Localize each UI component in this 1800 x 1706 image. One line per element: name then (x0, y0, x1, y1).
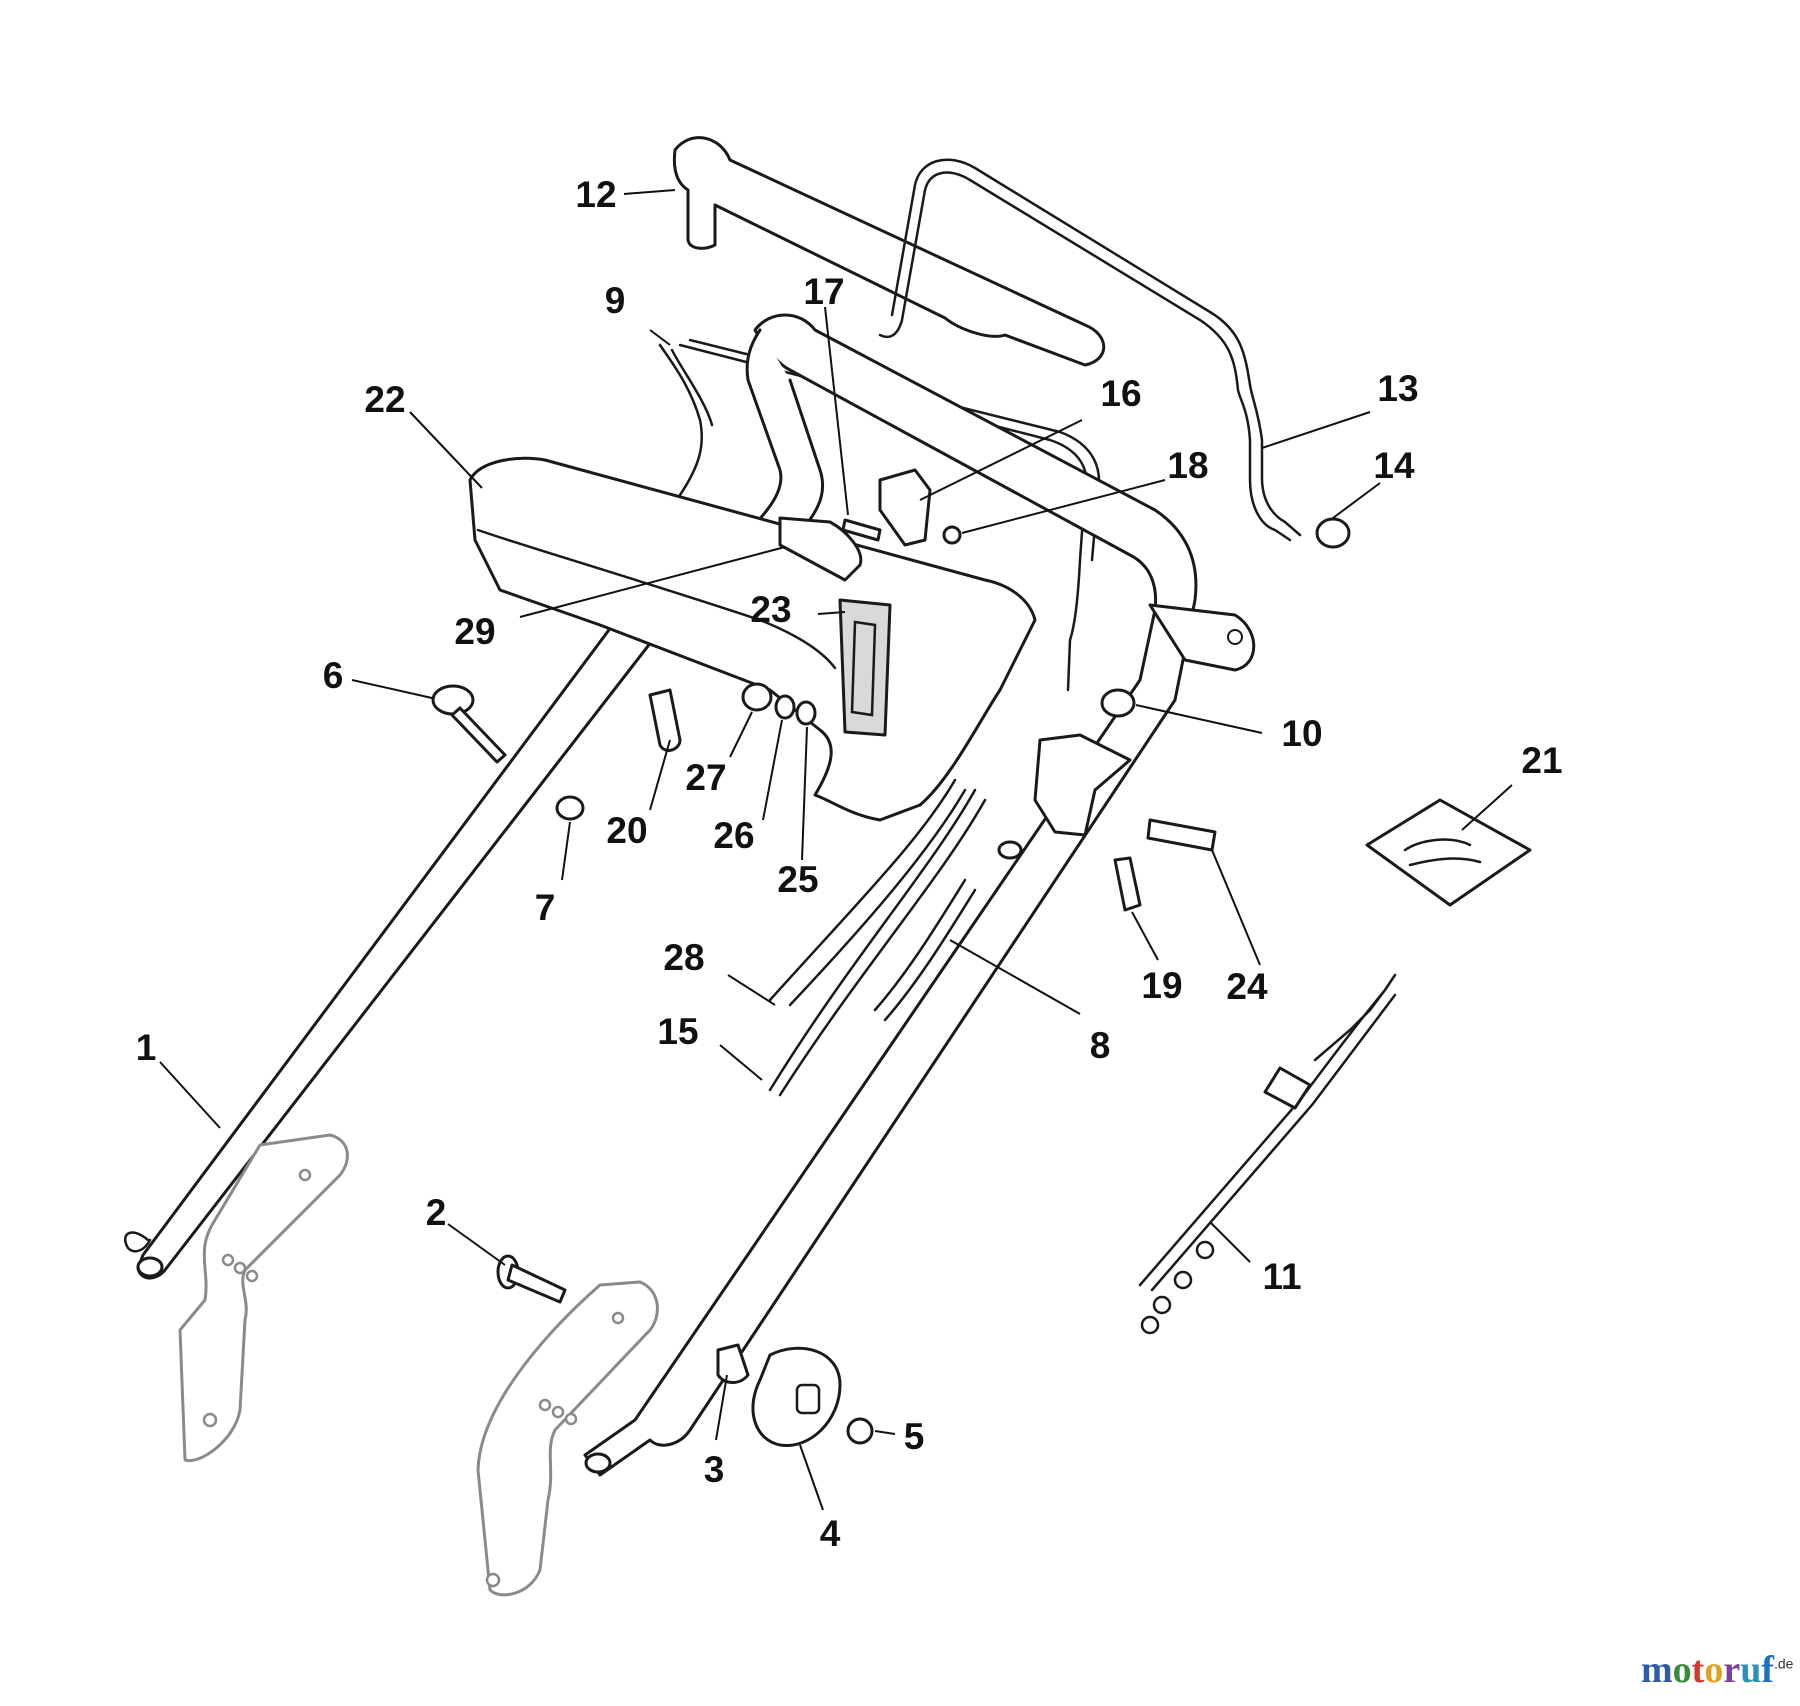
cable-15b (778, 798, 987, 1097)
switch-block (778, 516, 863, 582)
callout-2: 2 (426, 1192, 447, 1233)
callout-28: 28 (663, 937, 704, 978)
cable-8 (873, 878, 967, 1012)
lower-tube-right-end (584, 1452, 612, 1474)
control-console-cover (468, 456, 1037, 822)
lower-bail-wire (658, 343, 1088, 692)
callout-13: 13 (1377, 368, 1418, 409)
watermark-domain: .de (1773, 1655, 1794, 1672)
callout-15: 15 (657, 1011, 698, 1052)
mounting-plate-holes (202, 1168, 625, 1588)
callout-12: 12 (575, 174, 616, 215)
callout-23: 23 (750, 589, 791, 630)
drive-cable-b (1150, 993, 1397, 1292)
callout-3: 3 (704, 1449, 725, 1490)
frame-bracket-right (1148, 603, 1256, 672)
mounting-plate-left (178, 1133, 349, 1463)
flat-washer (795, 700, 817, 726)
callout-5: 5 (904, 1416, 925, 1457)
callout-16: 16 (1100, 373, 1141, 414)
small-nut (942, 525, 962, 545)
hex-nut (741, 682, 773, 712)
small-screw (841, 518, 882, 542)
callout-7: 7 (535, 887, 556, 928)
callout-4: 4 (820, 1513, 841, 1554)
cable-8b (883, 888, 977, 1022)
callout-8: 8 (1090, 1025, 1111, 1066)
leader-lines (159, 189, 1513, 1511)
carriage-bolt-shaft (506, 1263, 567, 1304)
callout-1: 1 (136, 1027, 157, 1068)
bail-lever-wire (878, 171, 1292, 542)
drive-cable-end (1313, 973, 1397, 1062)
watermark-letter: f (1761, 1649, 1774, 1691)
cable-15 (768, 788, 977, 1092)
hand-knob-slot (795, 1383, 821, 1415)
watermark-text: motoruf (1641, 1649, 1774, 1691)
callout-27: 27 (685, 757, 726, 798)
control-console-lip (476, 528, 837, 670)
cable-28 (768, 778, 957, 1002)
watermark-logo: motoruf.de (1641, 1648, 1793, 1692)
watermark-letter: t (1691, 1649, 1705, 1691)
drive-cable-washers (1140, 1240, 1215, 1335)
bail-lever-wire-inner (890, 158, 1302, 537)
lower-tube-hook (123, 1231, 152, 1253)
handle-frame-right-upright (583, 313, 1198, 1477)
drive-cable (1138, 988, 1387, 1287)
callout-22: 22 (364, 379, 405, 420)
callout-labels: 1 2 3 4 5 6 7 8 9 10 11 12 13 14 15 16 1… (136, 174, 1563, 1554)
watermark-letter: o (1672, 1649, 1692, 1691)
callout-6: 6 (323, 655, 344, 696)
watermark-letter: o (1704, 1649, 1724, 1691)
pivot-bolt-head (431, 684, 475, 716)
parts-bag-contents (1403, 838, 1482, 867)
callout-20: 20 (606, 810, 647, 851)
hex-bolt (1146, 818, 1217, 852)
knob-bolt (716, 1343, 750, 1384)
knob-nut (846, 1417, 874, 1445)
frame-bracket-hole (1227, 629, 1243, 645)
wire-bushing (1100, 688, 1136, 718)
callout-11: 11 (1262, 1256, 1301, 1297)
drive-cable-adjuster (1263, 1066, 1312, 1110)
callout-26: 26 (713, 815, 754, 856)
callout-24: 24 (1226, 966, 1268, 1007)
cable-bracket (1033, 733, 1132, 837)
end-cap-bushing (1315, 517, 1351, 549)
callout-14: 14 (1373, 445, 1415, 486)
callout-25: 25 (777, 859, 818, 900)
watermark-letter: m (1641, 1649, 1673, 1691)
cable-8-eyelet (997, 840, 1023, 860)
lock-nut (555, 795, 585, 821)
lower-tube-left-end (136, 1256, 164, 1278)
callout-9: 9 (605, 280, 626, 321)
pivot-bolt-shaft (450, 706, 507, 764)
parts-bag (1365, 798, 1532, 907)
upper-handle-tube (672, 136, 1106, 367)
callout-19: 19 (1141, 965, 1182, 1006)
mounting-plate-right (476, 1280, 659, 1597)
callout-18: 18 (1167, 445, 1208, 486)
callout-21: 21 (1521, 740, 1562, 781)
console-label-slot (850, 620, 877, 717)
watermark-letter: r (1723, 1649, 1741, 1691)
tapping-screw (1113, 856, 1142, 912)
lower-handle-tube-left (136, 593, 674, 1280)
spring-washer (774, 694, 796, 720)
self-tapping-screw (648, 688, 682, 752)
callout-10: 10 (1281, 713, 1322, 754)
cable-clip (878, 468, 932, 547)
callout-17: 17 (803, 271, 844, 312)
cable-28b (788, 788, 967, 1007)
watermark-letter: u (1740, 1649, 1762, 1691)
callout-29: 29 (454, 611, 495, 652)
